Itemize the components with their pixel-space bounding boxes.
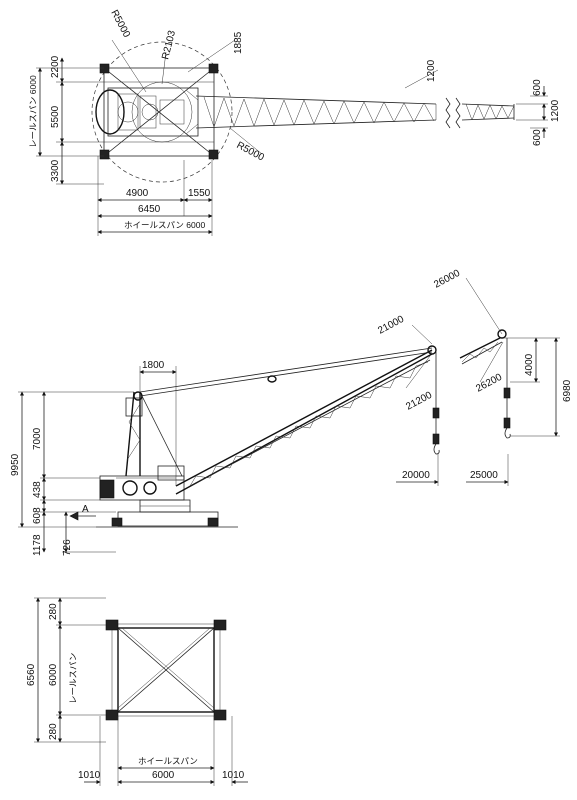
radius-r5000-bottom: R5000 bbox=[235, 140, 267, 164]
dim-2200: 2200 bbox=[50, 55, 61, 78]
dim-26000: 26000 bbox=[432, 268, 462, 291]
dim-21000: 21000 bbox=[376, 314, 406, 337]
dim-9950: 9950 bbox=[10, 453, 21, 476]
base-dim-280-bottom: 280 bbox=[48, 723, 59, 740]
plan-view: R5000 R2103 R5000 1885 1200 レールスパン 6000 … bbox=[28, 8, 561, 236]
side-view: 26000 21000 1800 21200 26200 4000 6980 2… bbox=[10, 268, 573, 556]
dim-21200: 21200 bbox=[404, 390, 434, 413]
dim-608: 608 bbox=[32, 507, 43, 524]
view-mark-a: A bbox=[82, 504, 89, 515]
a-frame-mast bbox=[125, 391, 183, 477]
plan-frame bbox=[103, 67, 215, 157]
machinery-house-plan bbox=[95, 87, 199, 137]
dim-3300: 3300 bbox=[50, 159, 61, 182]
dim-26200: 26200 bbox=[474, 372, 504, 395]
swing-radius-circle bbox=[91, 41, 233, 183]
base-dim-280-top: 280 bbox=[48, 603, 59, 620]
dim-4900: 4900 bbox=[126, 188, 149, 199]
dim-1178: 1178 bbox=[32, 534, 43, 556]
base-frame bbox=[117, 627, 215, 713]
dim-1550: 1550 bbox=[188, 188, 211, 199]
dim-6450: 6450 bbox=[138, 204, 161, 215]
dim-1885: 1885 bbox=[233, 31, 244, 54]
base-dim-6000: 6000 bbox=[48, 663, 59, 686]
boom-side bbox=[175, 345, 437, 495]
base-wheel-span-label: ホイールスパン bbox=[138, 756, 198, 766]
base-rail-span-label: レールスパン bbox=[68, 653, 78, 704]
tip-dim-600-bottom: 600 bbox=[532, 129, 543, 146]
inner-radius-circle bbox=[131, 81, 193, 143]
base-dim-1010-right: 1010 bbox=[222, 770, 245, 781]
base-dim-6560: 6560 bbox=[26, 663, 37, 686]
base-dim-6000-bottom: 6000 bbox=[152, 770, 175, 781]
dim-1200-boom: 1200 bbox=[426, 59, 437, 82]
extended-boom bbox=[459, 329, 507, 365]
base-dim-1010-left: 1010 bbox=[78, 770, 101, 781]
hook-2 bbox=[503, 338, 511, 439]
dim-1800: 1800 bbox=[142, 360, 165, 371]
tip-dim-600-top: 600 bbox=[532, 79, 543, 96]
dim-7000: 7000 bbox=[32, 427, 43, 450]
hook-1 bbox=[432, 352, 440, 455]
dim-726: 726 bbox=[62, 539, 73, 556]
radius-r2103: R2103 bbox=[160, 29, 178, 61]
dim-438: 438 bbox=[32, 481, 43, 498]
boom-plan bbox=[195, 95, 515, 129]
tip-dim-1200: 1200 bbox=[550, 99, 561, 122]
wheel-span-label-plan: ホイールスパン 6000 bbox=[124, 220, 205, 230]
base-view: 280 6560 6000 レールスパン 280 ホイールスパン 1010 60… bbox=[26, 597, 248, 786]
dim-6980: 6980 bbox=[562, 379, 573, 402]
machinery-house-side bbox=[99, 465, 185, 501]
dim-4000: 4000 bbox=[524, 353, 535, 376]
dim-20000: 20000 bbox=[402, 470, 430, 481]
dim-5500: 5500 bbox=[50, 105, 61, 128]
rail-span-label-plan: レールスパン 6000 bbox=[28, 75, 38, 148]
radius-r5000-top: R5000 bbox=[108, 8, 132, 40]
dim-25000: 25000 bbox=[470, 470, 498, 481]
